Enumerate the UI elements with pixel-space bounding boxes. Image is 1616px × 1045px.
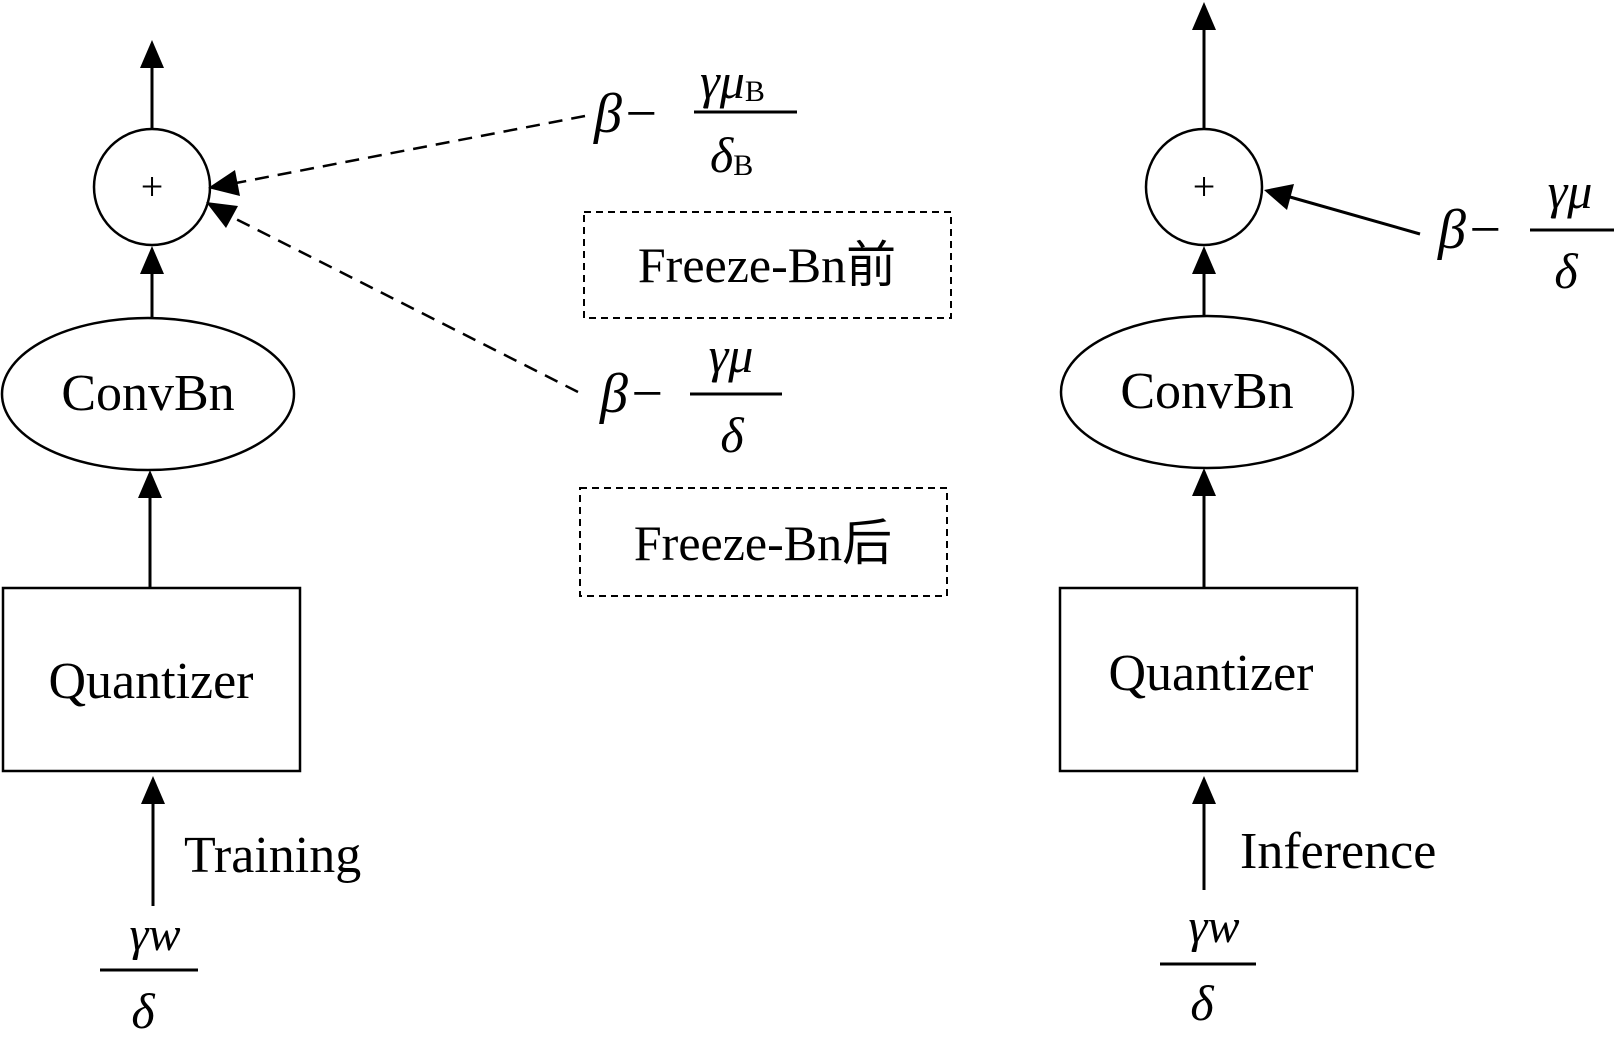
adder-symbol: + <box>141 164 164 209</box>
training-pipeline: + ConvBn Quantizer Training γw δ <box>0 40 361 1039</box>
adder-node <box>1144 127 1264 247</box>
bias-before-numerator-sub: B <box>745 75 765 108</box>
inference-bias-denominator: δ <box>1554 243 1578 299</box>
bias-after-denominator: δ <box>720 407 744 463</box>
arrowhead-up <box>140 40 164 68</box>
inference-label: Inference <box>1240 823 1436 880</box>
bias-before-dashed-arrow <box>235 114 586 185</box>
arrowhead-left <box>1264 184 1294 210</box>
bias-before-denominator-sub: B <box>733 149 753 182</box>
bias-before-numerator: γμB <box>700 53 765 109</box>
bias-after-dashed-arrow <box>227 213 579 394</box>
input-numerator: γw <box>1189 900 1240 953</box>
bias-after-prefix: β− <box>599 363 666 425</box>
bias-solid-arrow <box>1289 195 1421 236</box>
freeze-bn-before-label: Freeze-Bn前 <box>638 237 896 293</box>
adder-symbol: + <box>1193 164 1216 209</box>
inference-bias-prefix: β− <box>1437 199 1504 261</box>
arrowhead-up <box>141 776 165 804</box>
arrowhead-up <box>138 470 162 498</box>
quantizer-label: Quantizer <box>1108 645 1313 702</box>
inference-bias-numerator: γμ <box>1548 163 1593 219</box>
training-label: Training <box>184 827 361 884</box>
convbn-label: ConvBn <box>61 365 234 422</box>
convbn-label: ConvBn <box>1120 363 1293 420</box>
arrowhead-up <box>1192 468 1216 496</box>
bias-before-numerator-base: γμ <box>700 53 745 109</box>
arrowhead-up <box>140 246 164 274</box>
freeze-bn-after-label: Freeze-Bn后 <box>634 515 892 571</box>
freeze-bn-before-box <box>583 211 952 319</box>
quantizer-label: Quantizer <box>48 653 253 710</box>
arrowhead-left <box>206 202 238 228</box>
quantizer-box <box>1 586 302 773</box>
input-denominator: δ <box>1190 975 1214 1031</box>
convbn-node <box>1059 314 1355 470</box>
convbn-node <box>0 316 296 472</box>
bias-terms: β− γμB δB Freeze-Bn前 β− γμ δ Freeze-Bn后 <box>206 53 952 597</box>
arrowhead-up <box>1192 2 1216 30</box>
bias-before-prefix: β− <box>593 83 660 145</box>
arrowhead-up <box>1192 246 1216 274</box>
arrowhead-left <box>208 170 240 196</box>
bias-after-numerator: γμ <box>709 327 754 383</box>
input-numerator: γw <box>130 908 181 961</box>
freeze-bn-after-box <box>579 487 948 597</box>
quantizer-box <box>1058 586 1359 773</box>
bias-before-denominator: δB <box>710 127 753 183</box>
arrowhead-up <box>1192 776 1216 804</box>
input-denominator: δ <box>131 983 155 1039</box>
bias-before-denominator-base: δ <box>710 127 734 183</box>
inference-pipeline: + ConvBn Quantizer Inference γw δ β− γμ … <box>1058 2 1614 1031</box>
